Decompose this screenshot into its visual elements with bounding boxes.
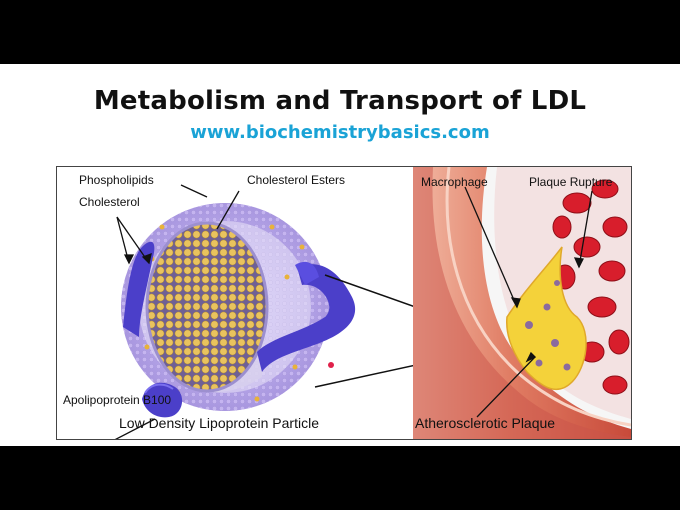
letterbox-bottom: [0, 446, 680, 510]
slide: Metabolism and Transport of LDL www.bioc…: [0, 64, 680, 446]
ldl-particle: [121, 203, 329, 411]
diagram-frame: Phospholipids Cholesterol Esters Cholest…: [56, 166, 632, 440]
diagram-illustration: [114, 167, 631, 439]
page-title: Metabolism and Transport of LDL: [93, 86, 587, 116]
leader-lines: [114, 184, 593, 439]
label-phospholipids: Phospholipids: [79, 173, 154, 187]
label-apolipoprotein: Apolipoprotein B100: [63, 393, 172, 407]
label-cholesterol: Cholesterol: [79, 195, 140, 209]
label-plaque-rupture: Plaque Rupture: [529, 175, 613, 189]
caption-ldl-particle: Low Density Lipoprotein Particle: [119, 415, 319, 431]
label-cholesterol-esters: Cholesterol Esters: [247, 173, 346, 187]
caption-atherosclerotic-plaque: Atherosclerotic Plaque: [415, 415, 556, 431]
artery-illustration: [413, 167, 631, 439]
website-url: www.biochemistrybasics.com: [190, 122, 490, 143]
letterbox-top: [0, 0, 680, 64]
apolipoprotein-ribbon: [123, 241, 356, 418]
label-macrophage: Macrophage: [421, 175, 488, 189]
